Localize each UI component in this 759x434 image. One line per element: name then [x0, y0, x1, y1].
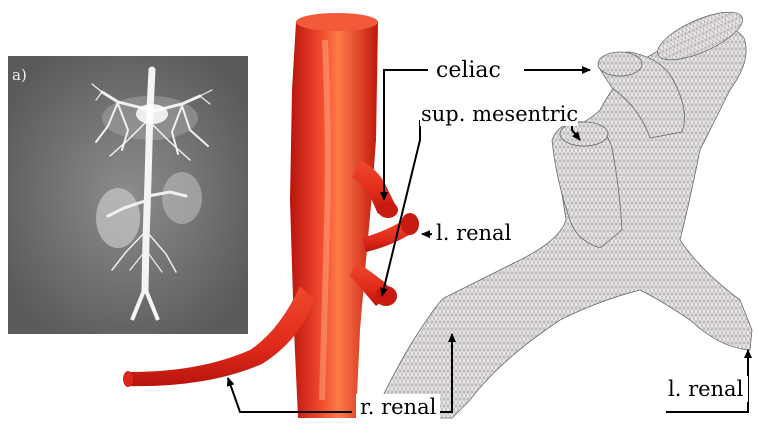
label-l-renal-right: l. renal [668, 377, 744, 401]
red-aorta-top [296, 13, 378, 31]
angiogram-left-kidney [96, 188, 140, 248]
label-r-renal: r. renal [360, 395, 437, 419]
mesh-main-vessel [372, 26, 752, 418]
red-aorta [290, 17, 378, 418]
arrow-celiac-red [384, 70, 428, 200]
angiogram-right-kidney [162, 172, 202, 224]
mesh-celiac-opening [598, 52, 642, 76]
angiogram-panel: a) [8, 56, 248, 334]
mesh-model [372, 3, 752, 418]
angiogram-bright-center [136, 104, 168, 124]
label-sup-mesentric: sup. mesentric [421, 102, 578, 126]
red-right-renal-end [123, 371, 133, 387]
label-celiac: celiac [436, 58, 501, 83]
red-sma-end [375, 286, 397, 306]
red-left-renal-end [401, 213, 419, 235]
label-l-renal-middle: l. renal [436, 221, 512, 245]
red-celiac-end [378, 202, 398, 218]
panel-marker: a) [12, 66, 27, 84]
